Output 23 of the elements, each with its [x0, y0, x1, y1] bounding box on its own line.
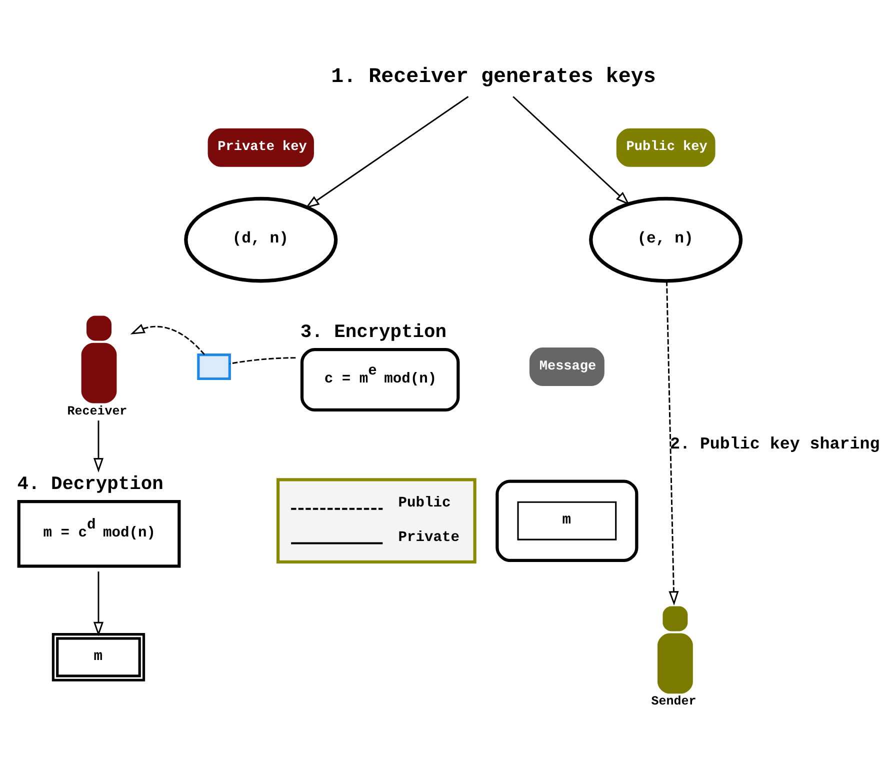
node-text: 1. Receiver generates keys	[331, 66, 656, 90]
node-box: m	[517, 501, 617, 540]
node-label: Sender	[651, 694, 696, 709]
arrow	[93, 572, 104, 636]
edge-label: 2. Public key sharing	[670, 434, 880, 454]
node-box: m	[52, 633, 146, 682]
cluster	[496, 480, 638, 562]
legend-label: Private	[398, 530, 460, 546]
arrow	[305, 96, 469, 208]
node-box: Public key	[616, 128, 716, 167]
arrow	[512, 96, 630, 206]
node-box: Message	[529, 348, 604, 386]
node-label: 4. Decryption	[17, 472, 164, 495]
node-ellipse: (e, n)	[589, 196, 743, 283]
arrow	[93, 420, 104, 472]
node-label: Receiver	[67, 404, 128, 418]
node-box: Private key	[208, 128, 314, 167]
connector	[230, 357, 296, 364]
legend-label: Public	[398, 495, 451, 512]
node-box	[197, 354, 231, 380]
arrow	[666, 281, 679, 606]
arrow	[130, 324, 205, 356]
node-label: 3. Encryption	[300, 321, 446, 344]
